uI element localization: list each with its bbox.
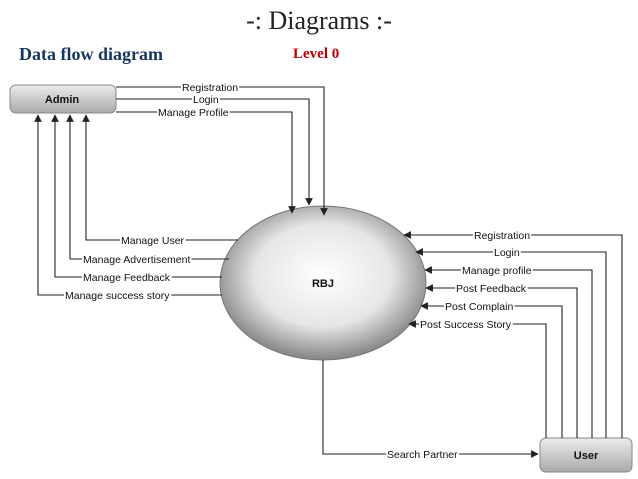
diagram-heading: Data flow diagram bbox=[19, 44, 163, 64]
flow-label: Registration bbox=[474, 230, 530, 242]
flow-user-post-complain: Post Complain bbox=[420, 301, 563, 438]
flow-user-login: Login bbox=[415, 247, 607, 438]
flow-label: Manage User bbox=[121, 235, 185, 247]
flow-admin-registration: Registration bbox=[116, 82, 328, 216]
flow-user-manage-profile: Manage profile bbox=[424, 265, 593, 438]
flow-label: Search Partner bbox=[387, 449, 458, 461]
flow-manage-advertisement: Manage Advertisement bbox=[66, 114, 229, 266]
flow-label: Manage Advertisement bbox=[83, 254, 190, 266]
level-label: Level 0 bbox=[293, 46, 340, 62]
flow-label: Post Feedback bbox=[456, 283, 527, 295]
admin-label: Admin bbox=[45, 94, 80, 106]
slide-title: -: Diagrams :- bbox=[246, 6, 392, 35]
flow-user-post-feedback: Post Feedback bbox=[425, 283, 578, 438]
flow-label: Manage success story bbox=[65, 290, 170, 302]
flow-user-post-success-story: Post Success Story bbox=[408, 319, 547, 438]
rbj-label: RBJ bbox=[312, 278, 334, 290]
flow-admin-manage-profile: Manage Profile bbox=[116, 107, 296, 214]
flow-label: Login bbox=[193, 94, 219, 106]
flow-label: Manage Profile bbox=[158, 107, 229, 119]
flow-manage-user: Manage User bbox=[82, 114, 238, 247]
flow-label: Registration bbox=[182, 82, 238, 94]
flow-search-partner: Search Partner bbox=[322, 360, 539, 461]
admin-entity: Admin bbox=[9, 84, 117, 114]
flow-manage-feedback: Manage Feedback bbox=[51, 114, 222, 284]
flow-label: Post Complain bbox=[445, 301, 513, 313]
user-label: User bbox=[574, 450, 599, 462]
user-entity: User bbox=[539, 437, 633, 473]
flow-label: Post Success Story bbox=[420, 319, 512, 331]
flow-manage-success-story: Manage success story bbox=[34, 114, 222, 302]
flow-label: Login bbox=[494, 247, 520, 259]
rbj-process: RBJ bbox=[219, 205, 427, 361]
flow-label: Manage profile bbox=[462, 265, 532, 277]
flow-admin-login: Login bbox=[116, 94, 313, 206]
flow-user-registration: Registration bbox=[403, 230, 623, 438]
flow-label: Manage Feedback bbox=[83, 272, 171, 284]
